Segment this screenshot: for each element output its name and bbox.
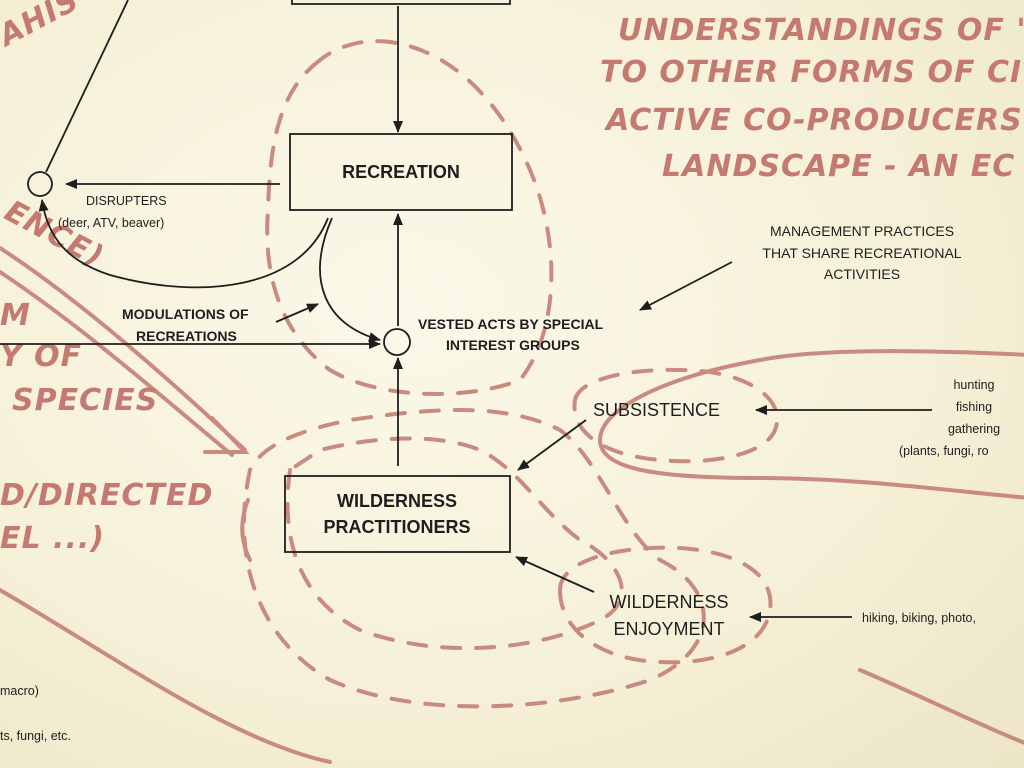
enjoyment-label-line1: WILDERNESS (609, 592, 728, 612)
bottom-right-sweep (858, 668, 1024, 745)
management-label-line2: THAT SHARE RECREATIONAL (762, 245, 961, 261)
bottom-left-text-2: ts, fungi, etc. (0, 729, 71, 743)
left-paren-mark (240, 498, 252, 562)
subsistence-region-outline (597, 349, 1024, 500)
enjoyment-activities: hiking, biking, photo, (862, 611, 976, 625)
dashed-circle-subsistence (572, 367, 780, 464)
left-diagonal-arrowhead (203, 416, 250, 454)
dashed-loop-lower (242, 408, 706, 709)
subsistence-activity-fishing: fishing (956, 400, 992, 414)
handwriting-top-left: AHIS (0, 0, 85, 54)
bottom-sweep-line (0, 588, 332, 764)
management-label-line1: MANAGEMENT PRACTICES (770, 223, 954, 239)
handwriting-left-line4: D/DIRECTED (0, 478, 213, 513)
subsistence-activity-gathering: gathering (948, 422, 1000, 436)
arrow-enjoyment-to-practitioners (515, 556, 595, 593)
modulations-label-line2: RECREATIONS (136, 328, 237, 344)
vested-acts-node (383, 328, 411, 356)
wilderness-practitioners-line2: PRACTITIONERS (323, 517, 470, 537)
arrow-subsistence-to-practitioners (517, 419, 587, 471)
arrow-management-to-vested (639, 261, 733, 311)
curve-recreation-to-disrupters (38, 199, 329, 289)
handwriting-top-right-line3: ACTIVE CO-PRODUCERS (604, 103, 1023, 138)
subsistence-activity-plants: (plants, fungi, ro (899, 444, 989, 458)
management-label-line3: ACTIVITIES (824, 266, 900, 282)
recreation-label: RECREATION (342, 162, 460, 182)
handwriting-left-line3: SPECIES (12, 383, 158, 418)
handwriting-top-right-line1: UNDERSTANDINGS OF " (618, 13, 1024, 48)
wilderness-practitioners-line1: WILDERNESS (337, 491, 457, 511)
dashed-circle-enjoyment (557, 545, 773, 665)
handwriting-left-line1: M (0, 298, 31, 333)
enjoyment-label-line2: ENJOYMENT (613, 619, 724, 639)
modulations-label-line1: MODULATIONS OF (122, 306, 249, 322)
handwriting-top-right-line4: LANDSCAPE - AN EC (662, 149, 1015, 184)
disrupters-examples: (deer, ATV, beaver) (58, 216, 164, 230)
recreation-box (289, 133, 513, 211)
bottom-left-text-1: macro) (0, 684, 39, 698)
vested-label-line1: VESTED ACTS BY SPECIAL (418, 316, 604, 332)
line-top-to-disrupters (45, 0, 129, 173)
subsistence-label: SUBSISTENCE (593, 400, 720, 420)
wilderness-practitioners-box (284, 475, 511, 553)
dashed-loop-inner (285, 436, 624, 651)
disrupters-node (27, 171, 53, 197)
subsistence-activity-hunting: hunting (953, 378, 994, 392)
disrupters-label: DISRUPTERS (86, 194, 167, 208)
handwriting-left-line5: EL ...) (0, 521, 105, 556)
handwriting-top-right-line2: TO OTHER FORMS OF CIT (600, 55, 1024, 90)
left-diagonal-2 (0, 270, 234, 457)
vested-label-line2: INTEREST GROUPS (446, 337, 580, 353)
curve-recreation-to-vested (319, 217, 381, 342)
top-box-partial (291, 0, 511, 5)
modulations-pointer (275, 303, 319, 323)
